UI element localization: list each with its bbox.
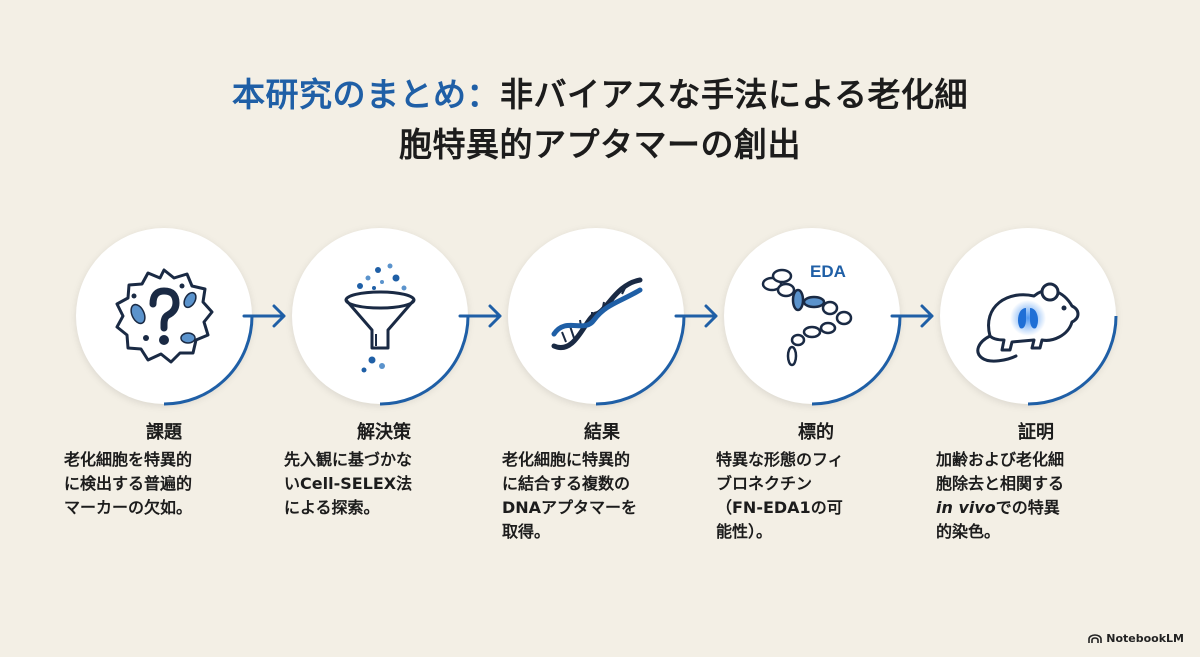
eda-label: EDA — [810, 262, 846, 281]
arrow-right-icon — [890, 304, 934, 328]
step-text-line: に結合する複数の — [502, 474, 631, 493]
step-text-line: 胞除去と相関する — [936, 474, 1065, 493]
step-text-line: 加齢および老化細 — [936, 450, 1065, 469]
title-line-2: 胞特異的アプタマーの創出 — [399, 125, 801, 164]
step-text-line: ブロネクチン — [716, 474, 813, 493]
step-3-caption: 結果 老化細胞に特異的 に結合する複数の DNAアプタマーを 取得。 — [502, 420, 702, 544]
step-heading: 解決策 — [357, 422, 411, 443]
funnel-icon — [344, 263, 416, 373]
circle-background — [292, 228, 468, 404]
senescent-cell-question-icon — [115, 268, 214, 364]
step-5-circle — [940, 228, 1118, 406]
italic-in-vivo: in vivo — [936, 498, 996, 517]
arrow-right-icon — [242, 304, 286, 328]
step-text-rest: での特異 — [995, 498, 1060, 517]
progress-arc — [811, 315, 902, 406]
step-text-line: 取得。 — [502, 522, 551, 541]
progress-arc — [595, 315, 686, 406]
dna-icon — [551, 277, 643, 351]
step-text-line: （FN-EDA1の可 — [716, 498, 843, 517]
step-text-line: 特異な形態のフィ — [716, 450, 844, 469]
page-title: 本研究のまとめ：非バイアスな手法による老化細 胞特異的アプタマーの創出 — [0, 70, 1200, 170]
step-4-circle: EDA — [724, 228, 902, 406]
step-4-caption: 標的 特異な形態のフィ ブロネクチン （FN-EDA1の可 能性）。 — [716, 420, 916, 544]
mouse-icon — [976, 282, 1080, 363]
step-text-line: に検出する普遍的 — [64, 474, 193, 493]
arrow-right-icon — [458, 304, 502, 328]
step-text-line: 老化細胞を特異的 — [64, 450, 193, 469]
step-text-line: 老化細胞に特異的 — [502, 450, 631, 469]
brand-watermark: NotebookLM — [1088, 632, 1184, 645]
title-line-1-rest: 非バイアスな手法による老化細 — [499, 75, 968, 114]
step-5-caption: 証明 加齢および老化細 胞除去と相関する in vivoでの特異 的染色。 — [936, 420, 1136, 544]
arrow-right-icon — [674, 304, 718, 328]
step-text-line: による探索。 — [284, 498, 380, 517]
step-heading: 結果 — [584, 422, 620, 443]
step-2-caption: 解決策 先入観に基づかな いCell-SELEX法 による探索。 — [284, 420, 484, 520]
step-text-line: いCell-SELEX法 — [284, 474, 413, 493]
step-text-line: 先入観に基づかな — [284, 450, 413, 469]
step-text-line: 能性）。 — [716, 522, 773, 541]
step-text-line: DNAアプタマーを — [502, 498, 638, 517]
progress-arc — [379, 315, 470, 406]
circle-background — [724, 228, 900, 404]
step-heading: 課題 — [146, 422, 182, 443]
step-text-line: in vivoでの特異 — [936, 496, 1136, 520]
progress-arc — [1027, 315, 1118, 406]
step-text-line: マーカーの欠如。 — [64, 498, 193, 517]
step-1-caption: 課題 老化細胞を特異的 に検出する普遍的 マーカーの欠如。 — [64, 420, 264, 520]
progress-arc — [163, 315, 254, 406]
notebooklm-logo-icon — [1088, 633, 1103, 643]
step-text-line: 的染色。 — [936, 522, 1001, 541]
brand-label: NotebookLM — [1106, 632, 1184, 645]
fibronectin-icon — [761, 268, 853, 367]
title-highlight: 本研究のまとめ： — [231, 75, 500, 114]
step-1-circle — [76, 228, 254, 406]
step-heading: 標的 — [798, 422, 834, 443]
title-line-1: 本研究のまとめ：非バイアスな手法による老化細 — [0, 70, 1200, 120]
step-2-circle — [292, 228, 470, 406]
step-3-circle — [508, 228, 686, 406]
step-heading: 証明 — [1018, 422, 1054, 443]
